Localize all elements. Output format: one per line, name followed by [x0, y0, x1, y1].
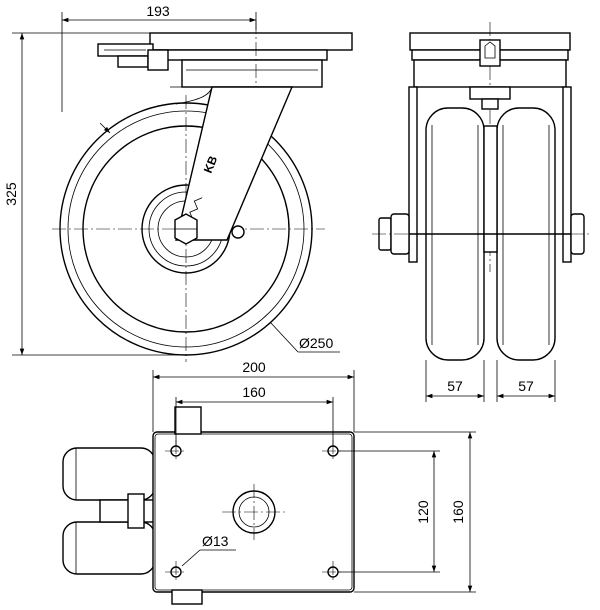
dim-bolt-hole: Ø13 — [202, 533, 229, 549]
front-view: 57 57 — [372, 22, 592, 402]
swivel-lock-lever — [97, 43, 169, 71]
dim-bolt-spacing-length: 160 — [242, 384, 266, 400]
dim-plate-width: 160 — [450, 500, 466, 524]
dim-wheel-width-right: 57 — [518, 378, 534, 394]
swivel-head — [154, 49, 328, 61]
fork-leg — [175, 86, 294, 241]
grease-nipple-icon — [231, 225, 245, 239]
fork-marking: KB — [201, 153, 221, 175]
dim-bolt-spacing-width: 120 — [415, 500, 431, 524]
side-view: KB 193 325 Ø250 — [3, 3, 353, 362]
front-fork-right — [562, 86, 572, 263]
dim-wheel-width-left: 57 — [447, 378, 463, 394]
dim-offset-width: 193 — [146, 3, 170, 19]
front-fork-left — [408, 86, 418, 263]
logo-mark — [189, 197, 203, 221]
dim-total-height: 325 — [3, 182, 19, 206]
top-lock-lever — [174, 406, 202, 435]
king-pin-housing — [181, 59, 323, 88]
dim-plate-length: 200 — [242, 359, 266, 375]
top-plate — [149, 32, 353, 51]
front-lock-bracket — [479, 39, 501, 67]
top-view: 200 160 120 160 Ø13 — [62, 359, 476, 605]
top-wheel-upper — [62, 447, 156, 501]
top-wheel-lower — [62, 521, 156, 575]
dim-wheel-diameter: Ø250 — [299, 335, 333, 351]
